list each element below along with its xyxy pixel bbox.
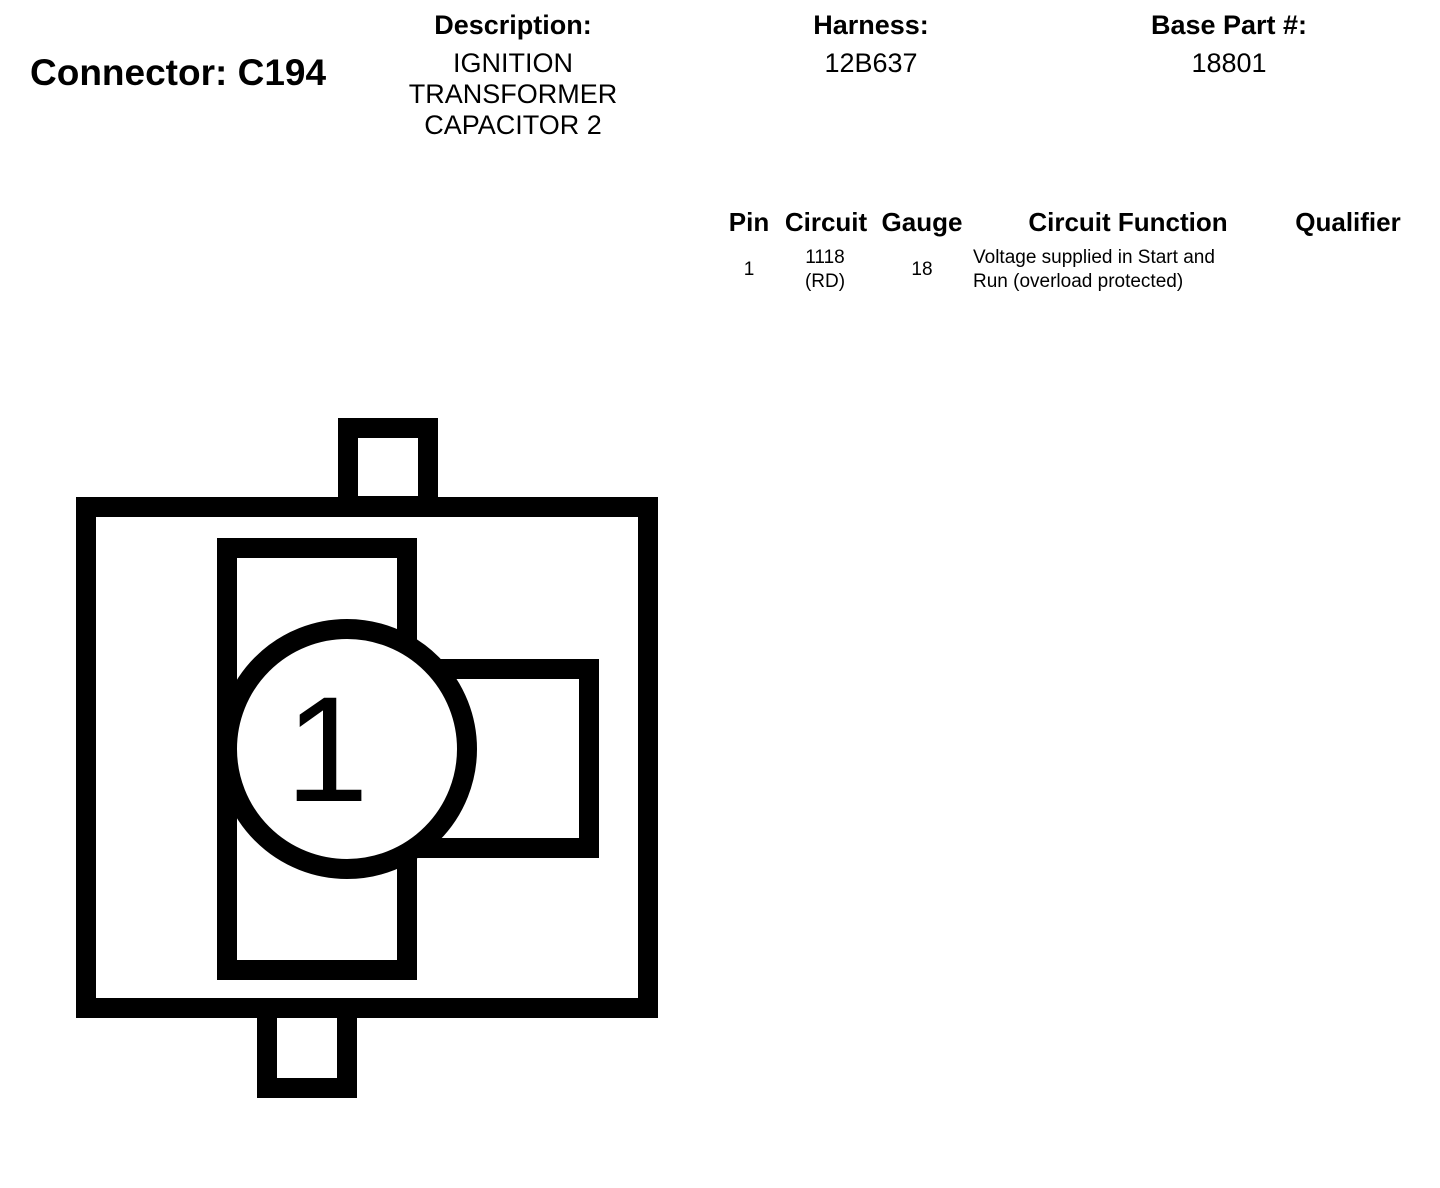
pin-1-label: 1 (285, 665, 368, 833)
circuit-function-line: Run (overload protected) (973, 271, 1184, 292)
description-line: IGNITION (453, 48, 573, 78)
harness-label: Harness: (813, 10, 929, 40)
pin-1-circle (217, 619, 477, 879)
gauge-cell: 18 (911, 259, 933, 280)
pin-number-cell: 1 (743, 259, 755, 280)
column-header-circuit-function: Circuit Function (1028, 207, 1228, 237)
base-part-value: 18801 (1191, 48, 1267, 78)
description-line: TRANSFORMER (408, 79, 618, 109)
column-header-gauge: Gauge (881, 207, 963, 237)
column-header-circuit: Circuit (784, 207, 868, 237)
harness-value: 12B637 (824, 48, 918, 78)
circuit-function-line: Voltage supplied in Start and (973, 247, 1215, 268)
column-header-qualifier: Qualifier (1295, 207, 1401, 237)
description-value: IGNITION TRANSFORMER CAPACITOR 2 (393, 48, 633, 141)
bottom-lock-tab (257, 998, 357, 1098)
column-header-pin: Pin (728, 207, 770, 237)
circuit-color: (RD) (804, 271, 846, 292)
circuit-cell: 1118 (RD) (785, 246, 865, 294)
top-lock-tab (338, 418, 438, 516)
connector-title: Connector: C194 (30, 52, 327, 93)
circuit-number: 1118 (805, 247, 845, 268)
description-label: Description: (434, 10, 592, 40)
circuit-function-cell: Voltage supplied in Start and Run (overl… (973, 246, 1273, 294)
description-line: CAPACITOR 2 (424, 110, 602, 140)
base-part-label: Base Part #: (1150, 10, 1308, 40)
connector-body (76, 497, 658, 1018)
